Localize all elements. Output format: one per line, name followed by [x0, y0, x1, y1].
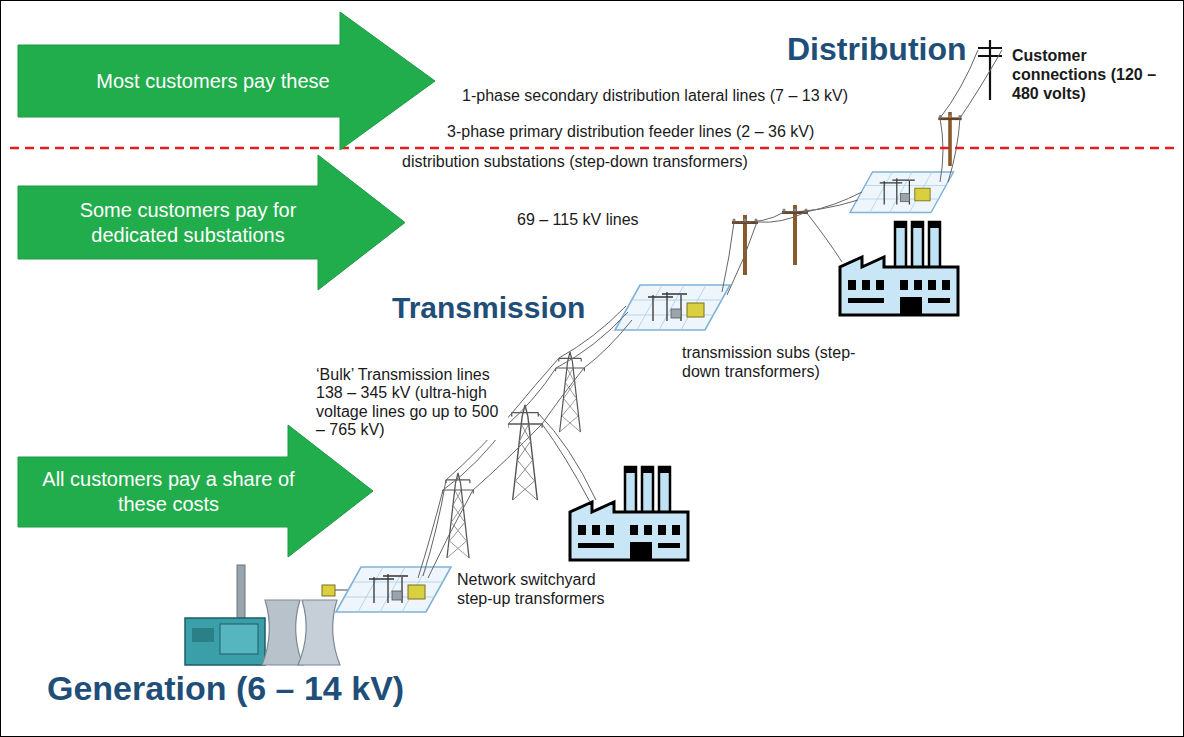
lattice-tower	[443, 473, 474, 558]
cost-arrow: All customers pay a share of these costs	[18, 425, 373, 557]
arrow-outline	[18, 12, 435, 150]
arrow-text-box: All customers pay a share of these costs	[36, 467, 301, 517]
cost-arrow: Most customers pay these	[18, 12, 435, 150]
wooden-pole	[782, 205, 808, 265]
arrow-shape	[18, 425, 373, 557]
switchyard-label: Network switchyard step-up transformers	[455, 570, 624, 608]
factory-icon	[840, 222, 958, 315]
arrow-text-box: Some customers pay for dedicated substat…	[38, 198, 338, 248]
section-heading: Generation (6 – 14 kV)	[45, 668, 406, 709]
cost-arrow: Some customers pay for dedicated substat…	[18, 155, 405, 290]
line-label: 1-phase secondary distribution lateral l…	[460, 86, 850, 105]
line-label: 3-phase primary distribution feeder line…	[445, 122, 816, 141]
substation-label: transmission subs (step-down transformer…	[680, 343, 884, 381]
substation-label: distribution substations (step-down tran…	[400, 152, 750, 171]
arrow-text-box: Most customers pay these	[48, 69, 378, 94]
customer-label: Customer connections (120 – 480 volts)	[1010, 46, 1164, 104]
cost-boundary-line	[10, 147, 1176, 150]
arrow-outline	[18, 155, 405, 290]
factory-icon	[570, 467, 688, 560]
arrow-caption: All customers pay a share of these costs	[36, 467, 301, 517]
section-heading: Transmission	[390, 290, 587, 326]
wooden-pole	[732, 215, 758, 275]
transmission-substation	[615, 285, 730, 330]
switchyard-fence	[336, 567, 451, 612]
arrow-caption: Most customers pay these	[48, 69, 378, 94]
arrow-outline	[18, 425, 373, 557]
line-label: 69 – 115 kV lines	[515, 210, 641, 229]
arrow-shape	[18, 155, 405, 290]
lattice-tower	[556, 352, 585, 432]
line-label: ‘Bulk’ Transmission lines 138 – 345 kV (…	[314, 366, 508, 440]
arrow-caption: Some customers pay for dedicated substat…	[38, 198, 338, 248]
distribution-substation	[850, 172, 954, 213]
power-plant	[185, 565, 352, 665]
section-heading: Distribution	[785, 30, 969, 68]
